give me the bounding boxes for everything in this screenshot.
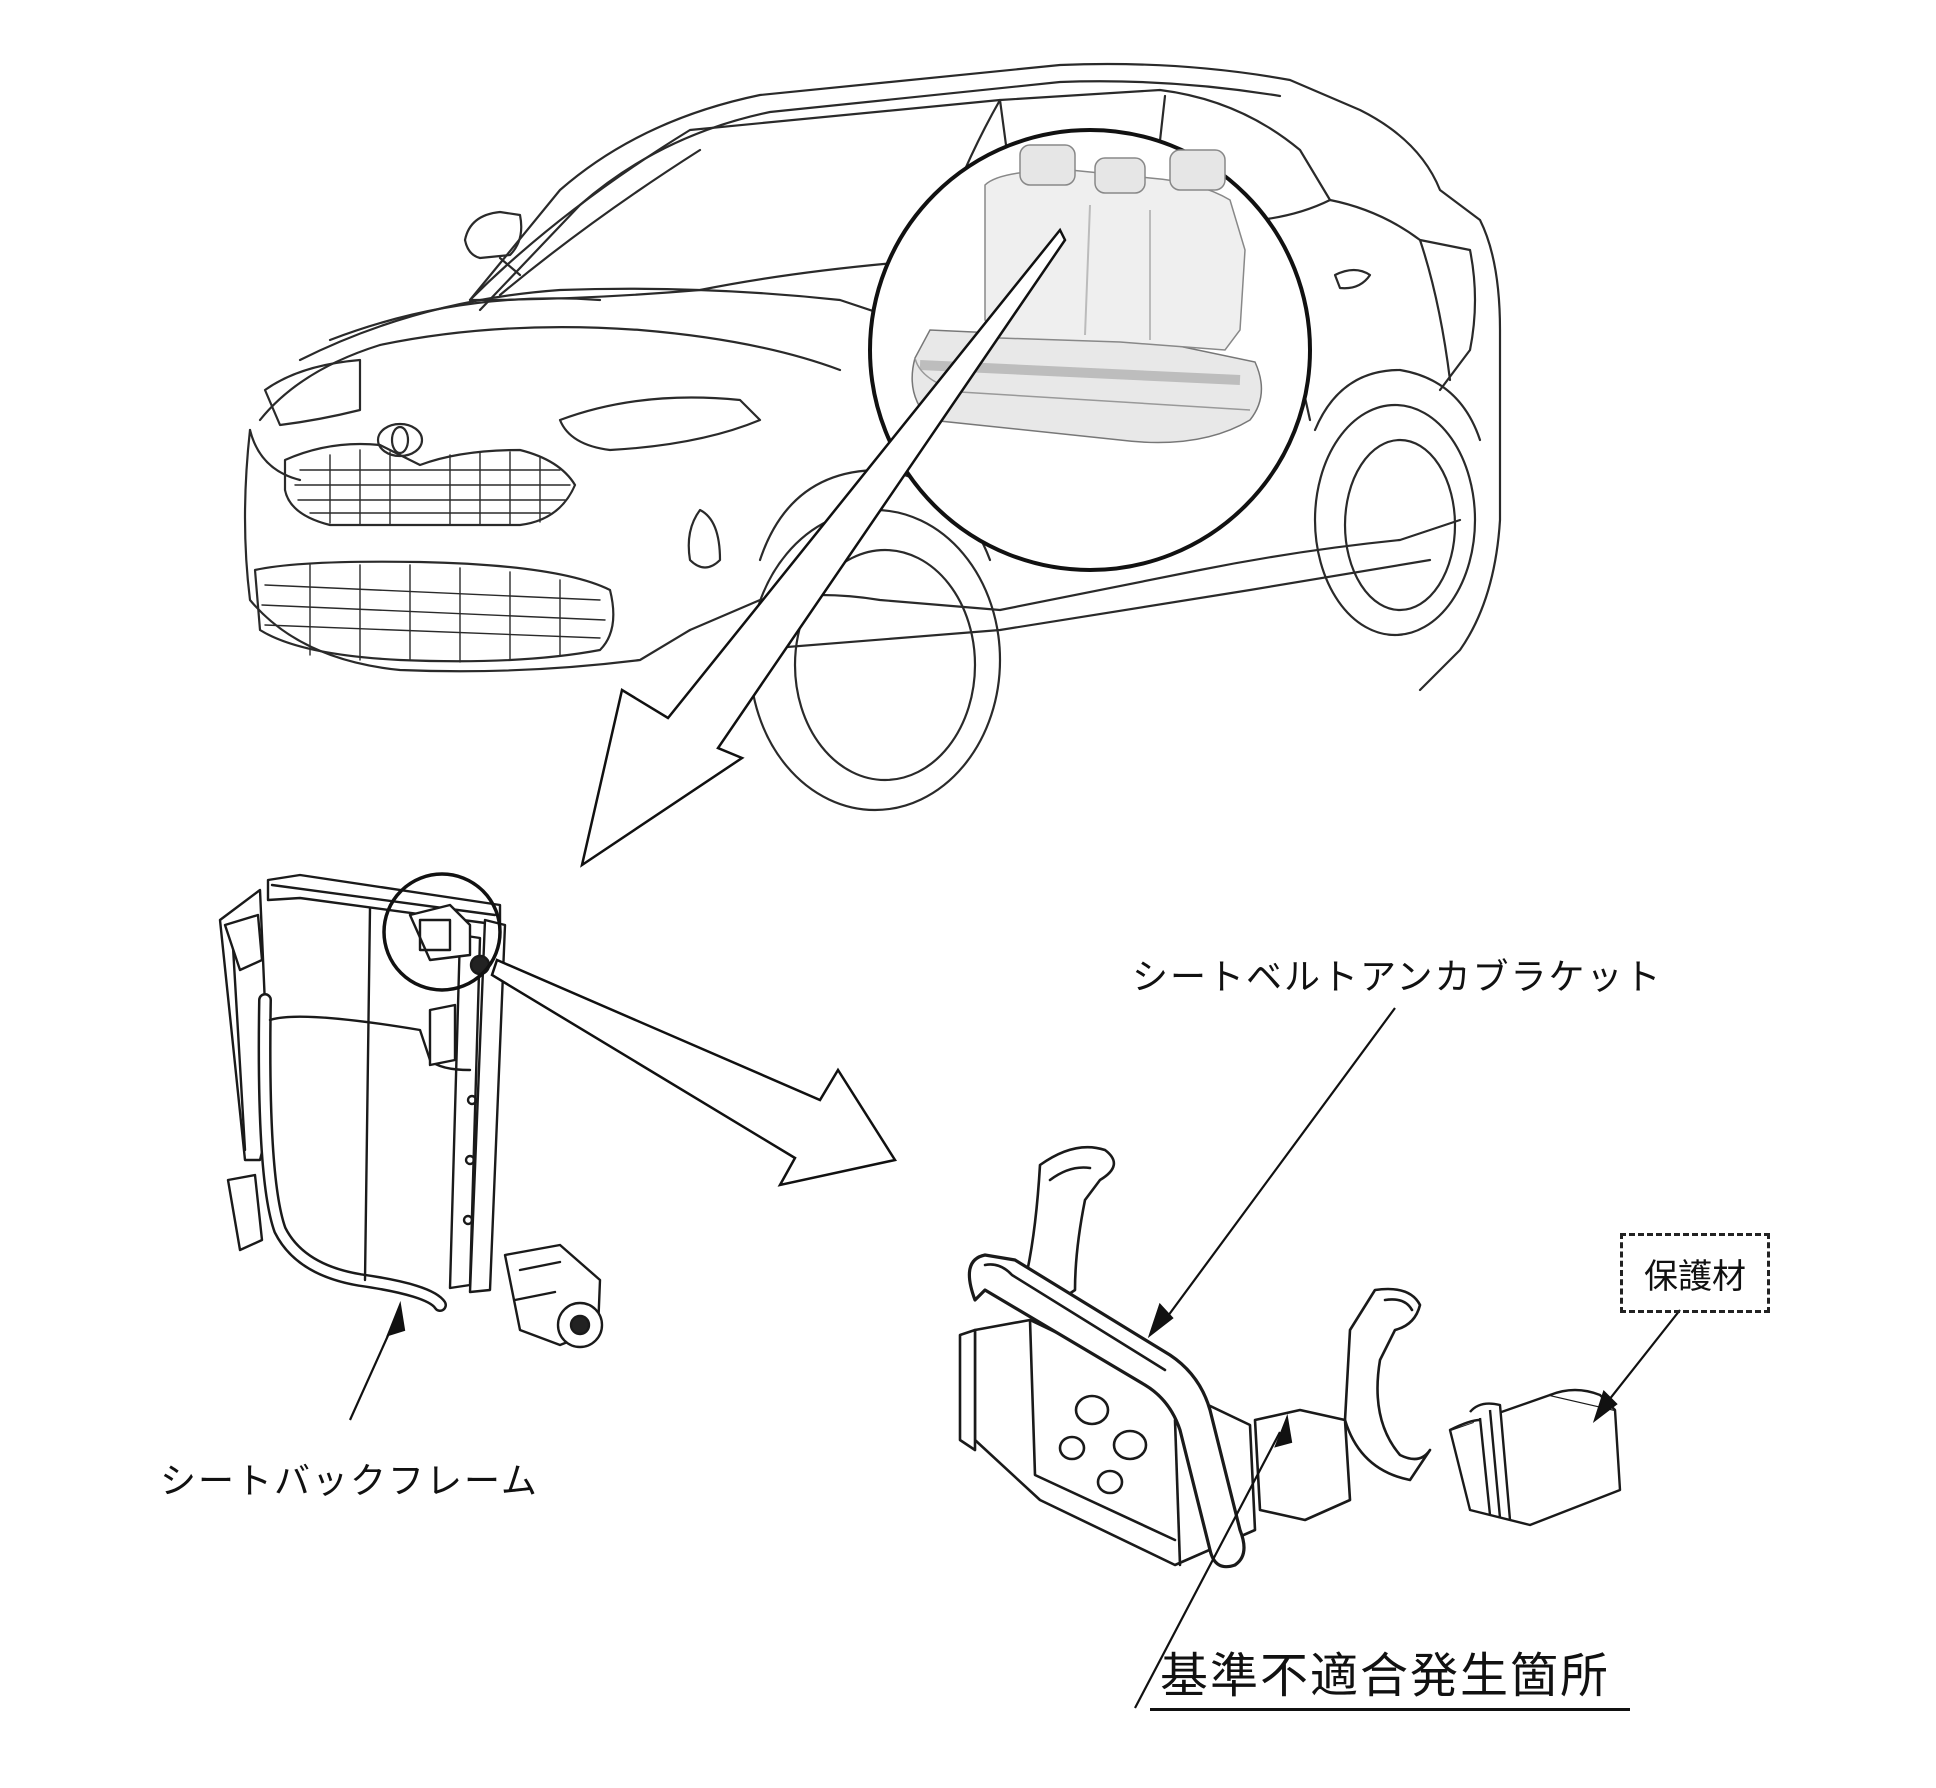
frame-zoom-circle: [382, 872, 502, 992]
leader-lines: [348, 1007, 1681, 1709]
seatbelt-anchor-bracket-illustration: [958, 1145, 1432, 1569]
seatbelt-anchor-bracket-label: シートベルトアンカブラケット: [1132, 957, 1663, 998]
pointer-arrow-seat-to-frame: [580, 227, 1067, 868]
pointer-arrow-frame-to-bracket: [490, 958, 898, 1187]
rear-seat-magnifier: [868, 128, 1312, 572]
protective-material-illustration: [1448, 1388, 1622, 1527]
seatback-frame-label: シートバックフレーム: [160, 1461, 539, 1502]
vehicle-illustration: [243, 62, 1502, 812]
protective-material-label: 保護材: [1620, 1233, 1770, 1313]
seatback-frame-illustration: [218, 873, 604, 1349]
defect-location-underline: [1150, 1708, 1630, 1711]
defect-location-label: 基準不適合発生箇所: [1160, 1648, 1611, 1704]
